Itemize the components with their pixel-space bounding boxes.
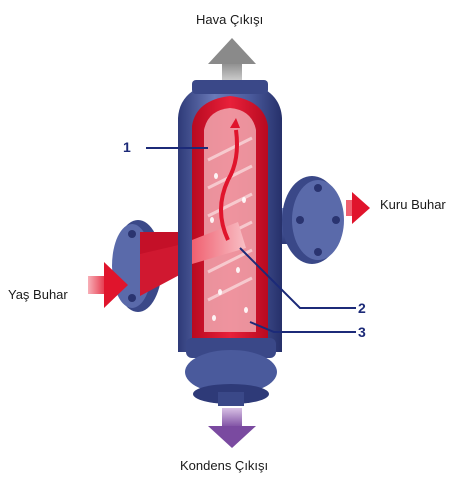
- condensate-outlet-label: Kondens Çıkışı: [180, 458, 269, 473]
- callout-1: 1: [123, 139, 131, 155]
- wet-steam-label: Yaş Buhar: [8, 287, 68, 302]
- callout-3: 3: [358, 324, 366, 340]
- dry-steam-label: Kuru Buhar: [380, 197, 446, 212]
- arrow-right-icon: [88, 262, 128, 308]
- arrow-right-icon: [346, 192, 370, 224]
- arrow-down-icon: [208, 408, 256, 448]
- arrow-up-icon: [208, 38, 256, 84]
- separator-vessel: [178, 80, 282, 406]
- callout-2: 2: [358, 300, 366, 316]
- callout-lines: [146, 147, 356, 333]
- air-outlet-label: Hava Çıkışı: [196, 12, 264, 27]
